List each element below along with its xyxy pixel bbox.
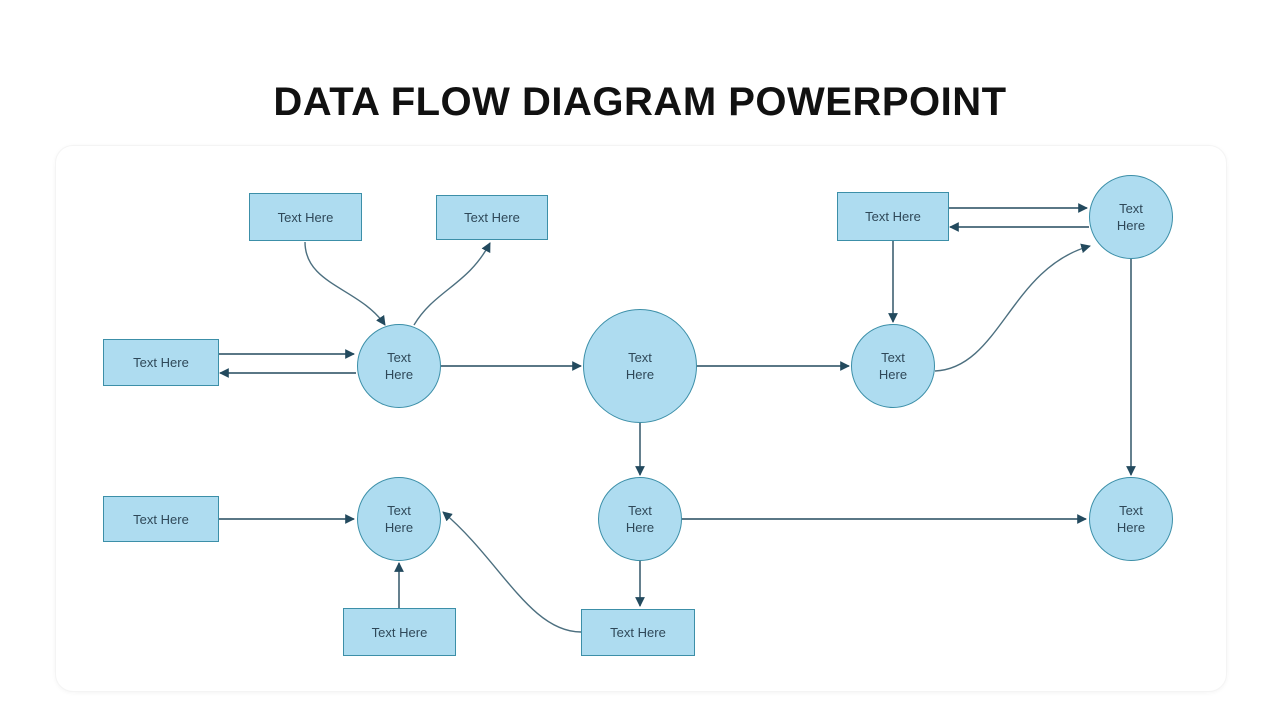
circle-node-flow-one[interactable]: Text Here (357, 324, 441, 408)
node-label: Text Here (384, 350, 414, 382)
circle-node-bottom-left[interactable]: Text Here (357, 477, 441, 561)
node-label: Text Here (133, 355, 189, 370)
rect-node-top-mid[interactable]: Text Here (436, 195, 548, 240)
rect-node-bottom-left[interactable]: Text Here (343, 608, 456, 656)
node-label: Text Here (277, 209, 334, 225)
node-label: Text Here (610, 625, 666, 640)
node-label: Text Here (625, 350, 655, 382)
circle-node-top-right[interactable]: Text Here (1089, 175, 1173, 259)
circle-node-bottom-right[interactable]: Text Here (1089, 477, 1173, 561)
rect-node-bottom-mid[interactable]: Text Here (581, 609, 695, 656)
circle-node-flow-center[interactable]: Text Here (583, 309, 697, 423)
circle-node-bottom-mid[interactable]: Text Here (598, 477, 682, 561)
rect-node-left-mid[interactable]: Text Here (103, 339, 219, 386)
node-label: Text Here (865, 209, 921, 224)
node-label: Text Here (464, 210, 520, 225)
rect-node-top-left[interactable]: Text Here (249, 193, 362, 241)
node-label: Text Here (384, 503, 414, 535)
rect-node-top-right[interactable]: Text Here (837, 192, 949, 241)
node-label: Text Here (625, 503, 655, 535)
page-title: DATA FLOW DIAGRAM POWERPOINT (273, 80, 1007, 124)
node-label: Text Here (133, 511, 189, 527)
circle-node-flow-right[interactable]: Text Here (851, 324, 935, 408)
node-label: Text Here (371, 624, 428, 640)
node-label: Text Here (1116, 503, 1146, 535)
rect-node-left-low[interactable]: Text Here (103, 496, 219, 542)
node-label: Text Here (1116, 201, 1146, 233)
node-label: Text Here (878, 350, 908, 382)
